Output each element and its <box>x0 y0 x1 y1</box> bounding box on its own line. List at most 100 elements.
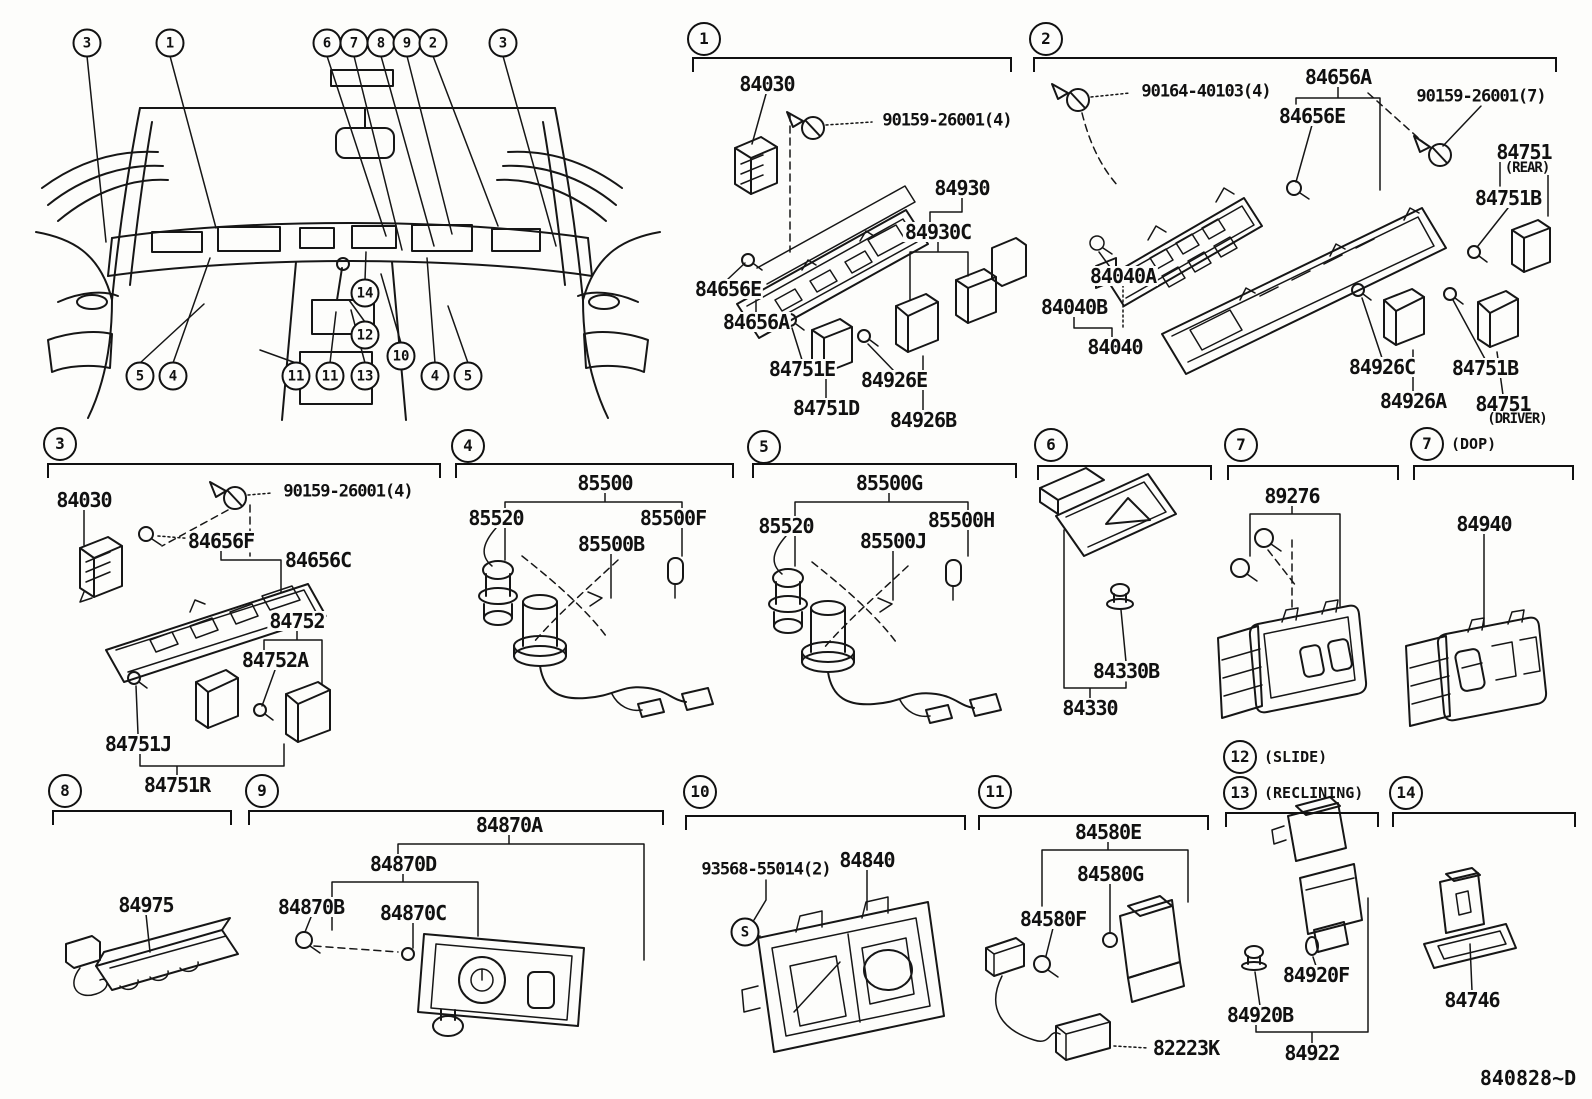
part-number-label: 84870A <box>473 813 545 837</box>
part-number-label: 84656C <box>282 548 354 572</box>
section-number-badge: 4 <box>451 429 485 463</box>
doc-code: 840828~D <box>1479 1066 1577 1090</box>
part-number-label: 84751D <box>790 396 862 420</box>
section-bracket <box>685 815 966 830</box>
overview-callout: 6 <box>312 28 342 58</box>
part-number-label: 84940 <box>1454 512 1514 536</box>
part-number-label: (DRIVER) <box>1485 411 1549 427</box>
part-number-label: 85500H <box>925 508 997 532</box>
section6-art <box>1039 467 1177 700</box>
overview-callout: 11 <box>281 361 311 391</box>
part-number-label: 84656A <box>1302 65 1374 89</box>
part-number-label: 84752 <box>267 609 327 633</box>
part-number-label: 85520 <box>466 506 526 530</box>
section14-art <box>1423 867 1517 992</box>
part-number-label: 84930 <box>932 176 992 200</box>
part-number-label: 84746 <box>1442 988 1502 1012</box>
overview-callout: 13 <box>350 361 380 391</box>
part-number-label: 84840 <box>837 848 897 872</box>
section-note: (RECLINING) <box>1264 784 1364 802</box>
part-number-label: 85500J <box>857 529 929 553</box>
part-number-label: 84040B <box>1038 295 1110 319</box>
section-number-badge: 3 <box>43 427 77 461</box>
part-number-label: 90164-40103(4) <box>1139 81 1273 102</box>
part-number-label: 84751J <box>102 732 174 756</box>
section-bracket <box>52 810 232 825</box>
part-number-label: 84975 <box>116 893 176 917</box>
section-bracket <box>978 815 1209 830</box>
part-number-label: (REAR) <box>1502 160 1552 176</box>
section-bracket <box>1033 57 1557 72</box>
part-number-label: 84930C <box>902 220 974 244</box>
overview-callout: 3 <box>488 28 518 58</box>
part-number-label: 84040 <box>1085 335 1145 359</box>
section-note: (SLIDE) <box>1264 748 1328 766</box>
section-bracket <box>1413 465 1574 480</box>
section5-art <box>768 491 1002 724</box>
part-number-label: 84926C <box>1346 355 1418 379</box>
part-number-label: 84656E <box>1276 104 1348 128</box>
car-interior-sketch <box>35 69 661 421</box>
section-number-badge: 5 <box>747 430 781 464</box>
part-number-label: 90159-26001(4) <box>880 110 1014 131</box>
part-number-label: 84751E <box>766 357 838 381</box>
section-number-badge: 6 <box>1034 428 1068 462</box>
part-number-label: 84330 <box>1060 696 1120 720</box>
section-bracket <box>1392 812 1576 827</box>
section-bracket <box>692 57 1012 72</box>
part-number-label: 84926E <box>858 368 930 392</box>
part-number-label: 84580G <box>1074 862 1146 886</box>
section-note: (DOP) <box>1451 435 1497 453</box>
part-number-label: 84580E <box>1072 820 1144 844</box>
part-number-label: 84656E <box>692 277 764 301</box>
part-number-label: 84870D <box>367 852 439 876</box>
part-number-label: 84920F <box>1280 963 1352 987</box>
overview-callout: 9 <box>392 28 422 58</box>
part-number-label: 84656A <box>720 310 792 334</box>
section10-art <box>741 869 945 1053</box>
part-number-label: 84030 <box>54 488 114 512</box>
section-bracket <box>248 810 664 825</box>
section-number-badge: 7 <box>1410 427 1444 461</box>
part-number-label: 93568-55014(2) <box>699 859 833 880</box>
part-number-label: 85500F <box>637 506 709 530</box>
part-number-label: 90159-26001(4) <box>281 481 415 502</box>
section-number-badge: 14 <box>1389 776 1423 810</box>
part-number-label: 82223K <box>1150 1036 1222 1060</box>
screw-spec-callout: S <box>730 917 760 947</box>
section-number-badge: 13 <box>1223 776 1257 810</box>
section-bracket <box>752 463 1017 478</box>
part-number-label: 84926B <box>887 408 959 432</box>
section-bracket <box>455 463 734 478</box>
part-number-label: 84926A <box>1377 389 1449 413</box>
section-bracket <box>1225 812 1379 827</box>
overview-callout: 2 <box>418 28 448 58</box>
part-number-label: 84752A <box>239 648 311 672</box>
part-number-label: 84751B <box>1472 186 1544 210</box>
part-number-label: 84751B <box>1449 356 1521 380</box>
section11-art <box>985 840 1189 1061</box>
section9-art <box>295 833 645 1037</box>
part-number-label: 84330B <box>1090 659 1162 683</box>
overview-callout: 10 <box>386 341 416 371</box>
section-number-badge: 8 <box>48 774 82 808</box>
part-number-label: 84870B <box>275 895 347 919</box>
part-number-label: 84580F <box>1017 907 1089 931</box>
part-number-label: 84922 <box>1282 1041 1342 1065</box>
overview-callout: 5 <box>125 361 155 391</box>
section7-art <box>1217 504 1368 719</box>
part-number-label: 84040A <box>1087 264 1159 288</box>
part-number-label: 84656F <box>185 529 257 553</box>
part-number-label: 85520 <box>756 514 816 538</box>
section-number-badge: 2 <box>1029 22 1063 56</box>
part-number-label: 85500G <box>853 471 925 495</box>
section8-art <box>65 913 239 997</box>
section12-13-art <box>1241 796 1369 1045</box>
part-number-label: 89276 <box>1262 484 1322 508</box>
section-bracket <box>47 463 441 478</box>
part-number-label: 84920B <box>1224 1003 1296 1027</box>
overview-callout: 7 <box>339 28 369 58</box>
section-number-badge: 12 <box>1223 740 1257 774</box>
section-number-badge: 1 <box>687 22 721 56</box>
part-number-label: 84751R <box>141 773 213 797</box>
